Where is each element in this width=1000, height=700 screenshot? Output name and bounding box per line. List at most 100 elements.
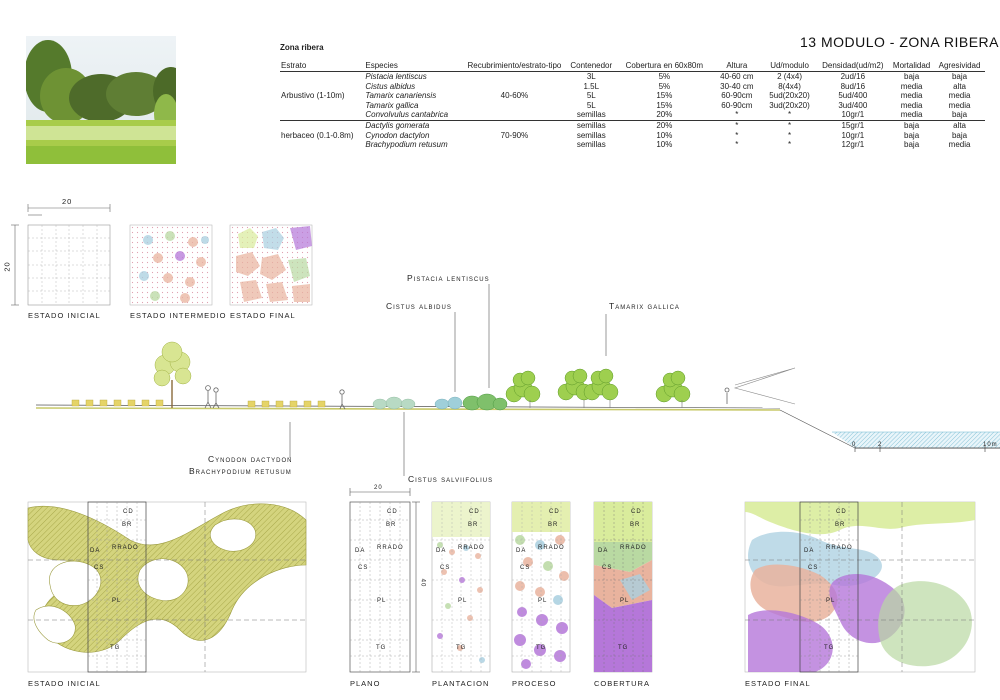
table-row: Tamarix gallica 5L 15% 60-90cm 3ud(20x20… <box>280 101 985 111</box>
cobertura-cell: 15% <box>656 100 673 110</box>
code-tg: TG <box>618 645 629 651</box>
plano-dimension-w: 20 <box>374 485 383 491</box>
code-br: BR <box>386 522 397 528</box>
densidad-cell: 2ud/16 <box>840 72 866 81</box>
code-pl: PL <box>620 598 630 604</box>
label-plantacion: PLANTACION <box>432 679 490 688</box>
ud-cell: 3ud(20x20) <box>769 100 810 110</box>
code-rrado: RRADO <box>826 545 853 551</box>
code-cd: CD <box>836 509 847 515</box>
agresividad-cell: alta <box>934 119 985 131</box>
ud-cell: * <box>787 140 792 150</box>
table-header-row: Estrato Especies Recubrimiento/estrato-t… <box>280 60 985 72</box>
especie-cell: Cynodon dactylon <box>365 130 430 140</box>
especie-cell: Dactylis gomerata <box>364 119 464 131</box>
code-pl: PL <box>538 598 548 604</box>
code-da: DA <box>355 548 366 554</box>
densidad-cell: 15gr/1 <box>816 119 890 131</box>
col-mortalidad: Mortalidad <box>889 60 935 72</box>
site-photo <box>26 36 176 164</box>
code-da: DA <box>436 548 447 554</box>
label-proceso: PROCESO <box>512 679 557 688</box>
label-tamarix-gallica: Tamarix gallica <box>609 301 680 311</box>
col-altura: Altura <box>711 60 763 72</box>
label-estado-intermedio-small: ESTADO INTERMEDIO <box>130 311 227 320</box>
code-br: BR <box>630 522 641 528</box>
cobertura-cell: 10% <box>656 140 673 150</box>
code-rrado: RRADO <box>458 545 485 551</box>
agresividad-cell: media <box>948 91 971 101</box>
mortalidad-cell: baja <box>904 72 920 81</box>
mortalidad-cell: media <box>900 91 923 101</box>
contenedor-cell: 5L <box>586 91 596 101</box>
scale-label-two: 2 <box>878 442 883 448</box>
altura-cell: 30-40 cm <box>720 81 754 91</box>
small-module-inicial <box>11 204 111 306</box>
label-cistus-salviifolius: Cistus salviifolius <box>408 474 494 484</box>
ud-cell: * <box>787 110 792 120</box>
code-br: BR <box>122 522 133 528</box>
ud-cell: 5ud(20x20) <box>769 91 810 101</box>
densidad-cell: 8ud/16 <box>840 81 866 91</box>
altura-cell: * <box>735 110 739 120</box>
label-cistus-albidus: Cistus albidus <box>386 301 452 311</box>
contenedor-cell: semillas <box>576 130 606 140</box>
especie-cell: Pistacia lentiscus <box>365 72 427 81</box>
agresividad-cell: baja <box>951 130 968 140</box>
especie-cell: Brachypodium retusum <box>365 140 448 150</box>
code-da: DA <box>516 548 527 554</box>
agresividad-cell: media <box>948 100 971 110</box>
col-estrato: Estrato <box>280 60 365 72</box>
col-recubrimiento: Recubrimiento/estrato-tipo <box>463 60 565 72</box>
code-cs: CS <box>440 565 451 571</box>
recubrimiento-cell: 40-60% <box>500 91 529 101</box>
especie-cell: Convolvulus cantabrica <box>365 110 449 120</box>
mortalidad-cell: baja <box>904 130 920 140</box>
contenedor-cell: semillas <box>576 110 606 120</box>
plan-estado-inicial <box>27 501 307 673</box>
code-da: DA <box>804 548 815 554</box>
cobertura-cell: 5% <box>658 72 671 81</box>
cobertura-cell: 20% <box>656 110 673 120</box>
page-title: 13 MODULO - ZONA RIBERA <box>800 34 999 50</box>
contenedor-cell: 1.5L <box>583 81 600 91</box>
cobertura-cell: 15% <box>656 91 673 101</box>
code-cs: CS <box>358 565 369 571</box>
site-photo-image <box>26 36 176 164</box>
table-row: Tamarix canariensis 5L 15% 60-90cm 5ud(2… <box>280 91 985 101</box>
code-pl: PL <box>826 598 836 604</box>
table-row: Brachypodium retusum semillas 10% * * 12… <box>280 140 985 150</box>
label-cobertura: COBERTURA <box>594 679 650 688</box>
code-rrado: RRADO <box>538 545 565 551</box>
code-rrado: RRADO <box>112 545 139 551</box>
densidad-cell: 5ud/400 <box>838 91 868 101</box>
code-tg: TG <box>110 645 121 651</box>
mortalidad-cell: media <box>900 81 923 91</box>
table-row: Cistus albidus 1.5L 5% 30-40 cm 8(4x4) 8… <box>280 82 985 92</box>
densidad-cell: 10gr/1 <box>841 110 865 120</box>
altura-cell: 60-90cm <box>721 100 753 110</box>
estrato-cell: herbaceo (0.1-0.8m) <box>280 119 365 150</box>
code-pl: PL <box>458 598 468 604</box>
scale-label-zero: 0 <box>852 442 857 448</box>
cobertura-cell: 20% <box>617 119 712 131</box>
mortalidad-cell: media <box>900 110 923 120</box>
especie-cell: Tamarix canariensis <box>365 91 437 101</box>
cross-section <box>35 284 1000 476</box>
altura-cell: * <box>735 130 739 140</box>
ud-cell: 2 (4x4) <box>777 72 802 81</box>
code-cd: CD <box>469 509 480 515</box>
agresividad-cell: media <box>948 140 971 150</box>
agresividad-cell: baja <box>951 110 968 120</box>
altura-cell: 40-60 cm <box>720 72 754 81</box>
code-br: BR <box>468 522 479 528</box>
code-tg: TG <box>536 645 547 651</box>
col-agresividad: Agresividad <box>934 60 985 72</box>
cobertura-cell: 5% <box>658 81 671 91</box>
contenedor-cell: semillas <box>565 119 618 131</box>
altura-cell: 60-90cm <box>721 91 753 101</box>
label-plano: PLANO <box>350 679 381 688</box>
dimension-label-top: 20 <box>62 197 73 206</box>
code-cd: CD <box>549 509 560 515</box>
contenedor-cell: 3L <box>586 72 596 81</box>
